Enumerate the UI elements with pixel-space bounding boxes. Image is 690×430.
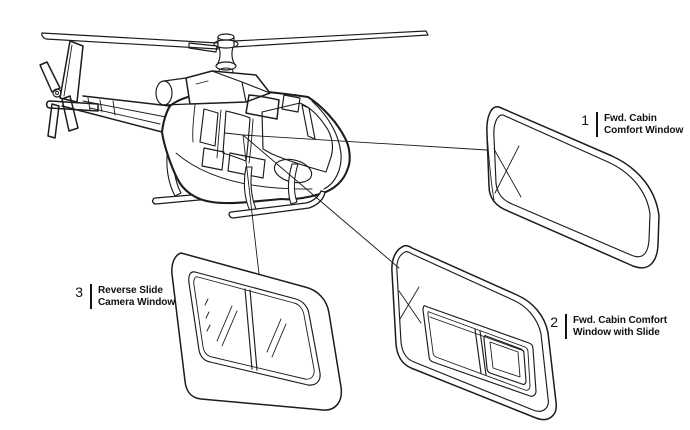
- callout-1-number: 1: [581, 112, 589, 128]
- leader-line-window-1: [242, 134, 488, 151]
- callout-2-divider: [565, 314, 567, 339]
- window-3-illustration: [171, 252, 343, 411]
- callout-2-label: Fwd. Cabin Comfort Window with Slide: [573, 313, 667, 339]
- callout-2-label-line-2: Window with Slide: [573, 325, 660, 338]
- slide-frame: [422, 305, 537, 397]
- glass-reflection-x: [398, 286, 422, 324]
- leader-lines: [224, 132, 488, 275]
- callout-1-label-line-1: Fwd. Cabin: [604, 112, 657, 124]
- callout-3-label-line-1: Reverse Slide: [98, 284, 163, 296]
- roof-window-2: [281, 94, 301, 113]
- tail-section: [39, 40, 171, 139]
- callout-2: 2 Fwd. Cabin Comfort Window with Slide: [544, 313, 671, 339]
- glass-reflection-x: [493, 145, 522, 198]
- callout-3: 3 Reverse Slide Camera Window: [69, 283, 178, 309]
- window-1-illustration: [486, 106, 660, 269]
- callout-3-divider: [90, 284, 92, 309]
- callout-2-number: 2: [550, 314, 558, 330]
- roof-window: [245, 94, 280, 120]
- callout-1-divider: [596, 112, 598, 137]
- callout-1: 1 Fwd. Cabin Comfort Window: [575, 111, 687, 137]
- leader-origin-tick: [224, 132, 244, 136]
- main-rotor-icon: [41, 30, 429, 79]
- slider-divider: [244, 288, 258, 371]
- callout-3-label-line-2: Camera Window: [98, 295, 176, 308]
- callout-1-label: Fwd. Cabin Comfort Window: [604, 111, 683, 137]
- callout-1-label-line-2: Comfort Window: [604, 123, 684, 136]
- engine-cowling: [155, 70, 271, 106]
- helicopter-illustration: [39, 30, 429, 219]
- callout-3-label: Reverse Slide Camera Window: [98, 283, 175, 309]
- frame-hatch-ticks: [204, 298, 211, 332]
- leader-line-window-2: [242, 134, 400, 269]
- glass-reflection-lines: [216, 305, 287, 358]
- window-2-illustration: [391, 244, 557, 421]
- leader-line-window-3: [242, 134, 260, 275]
- tail-rotor-icon: [39, 61, 79, 139]
- near-skid: [228, 163, 326, 219]
- callout-3-number: 3: [75, 284, 83, 300]
- fuselage: [155, 70, 351, 205]
- callout-2-label-line-1: Fwd. Cabin Comfort: [573, 314, 668, 326]
